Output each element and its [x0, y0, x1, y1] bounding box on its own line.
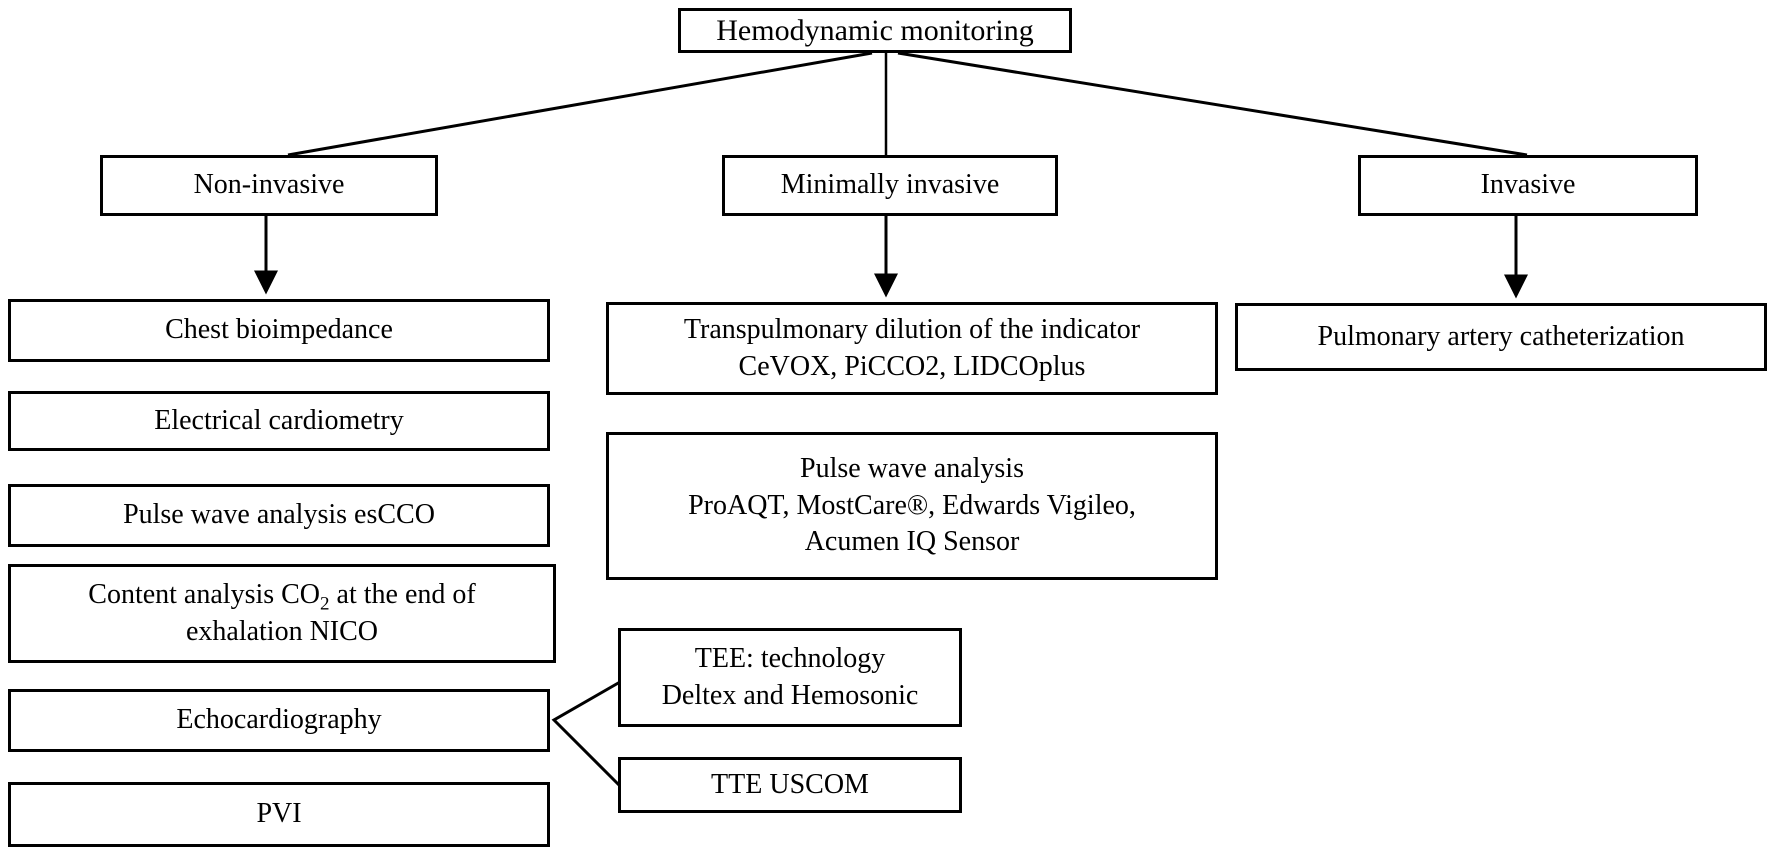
node-label: TTE USCOM: [711, 768, 869, 800]
node-chest-bioimpedance: Chest bioimpedance: [8, 299, 550, 362]
node-label: Pulse wave analysis esCCO: [123, 499, 435, 531]
node-label: Non-invasive: [193, 169, 345, 201]
node-tte-uscom: TTE USCOM: [618, 757, 962, 813]
node-label: Invasive: [1480, 169, 1576, 201]
node-label: PVI: [256, 798, 302, 830]
node-label-line-1: Pulse wave analysis: [800, 452, 1024, 484]
node-electrical-cardiometry: Electrical cardiometry: [8, 391, 550, 451]
node-hemodynamic-monitoring: Hemodynamic monitoring: [678, 8, 1072, 53]
node-pvi: PVI: [8, 782, 550, 847]
edge-root-to-invasive: [897, 51, 1528, 157]
node-label: Chest bioimpedance: [165, 314, 393, 346]
node-non-invasive: Non-invasive: [100, 155, 438, 216]
node-label: Echocardiography: [176, 704, 382, 736]
node-transpulmonary-dilution: Transpulmonary dilution of the indicator…: [606, 302, 1218, 395]
edge-root-to-non-invasive: [287, 51, 873, 157]
co2-subscript: 2: [320, 593, 330, 615]
edge-echocardiography-fork-tee-tte: [551, 680, 622, 788]
node-label-line-1: Transpulmonary dilution of the indicator: [683, 313, 1141, 345]
node-echocardiography: Echocardiography: [8, 689, 550, 752]
node-content-analysis-co2-nico: Content analysis CO2 at the end of exhal…: [8, 564, 556, 663]
node-label: Pulmonary artery catheterization: [1317, 320, 1685, 352]
node-label-line-2: Deltex and Hemosonic: [661, 679, 919, 711]
node-invasive: Invasive: [1358, 155, 1698, 216]
node-label-segment: Content analysis CO: [88, 578, 321, 610]
node-label-line-2: CeVOX, PiCCO2, LIDCOplus: [738, 350, 1086, 382]
node-minimally-invasive: Minimally invasive: [722, 155, 1058, 216]
node-label: Hemodynamic monitoring: [716, 13, 1034, 47]
node-pulse-wave-analysis-escco: Pulse wave analysis esCCO: [8, 484, 550, 547]
node-label-segment: at the end of: [329, 578, 476, 610]
node-label: Minimally invasive: [780, 169, 1000, 201]
node-label-line-2: exhalation NICO: [185, 615, 379, 647]
node-label: Electrical cardiometry: [154, 404, 404, 436]
node-tee-deltex-hemosonic: TEE: technology Deltex and Hemosonic: [618, 628, 962, 727]
node-label-line-3: Acumen IQ Sensor: [804, 526, 1020, 558]
node-pulmonary-artery-catheterization: Pulmonary artery catheterization: [1235, 303, 1767, 371]
node-label-line-2: ProAQT, MostCare®, Edwards Vigileo,: [688, 489, 1136, 521]
node-label-line-1: TEE: technology: [694, 642, 886, 674]
node-pulse-wave-analysis-devices: Pulse wave analysis ProAQT, MostCare®, E…: [606, 432, 1218, 580]
node-label-line-1: Content analysis CO2 at the end of: [88, 577, 475, 614]
